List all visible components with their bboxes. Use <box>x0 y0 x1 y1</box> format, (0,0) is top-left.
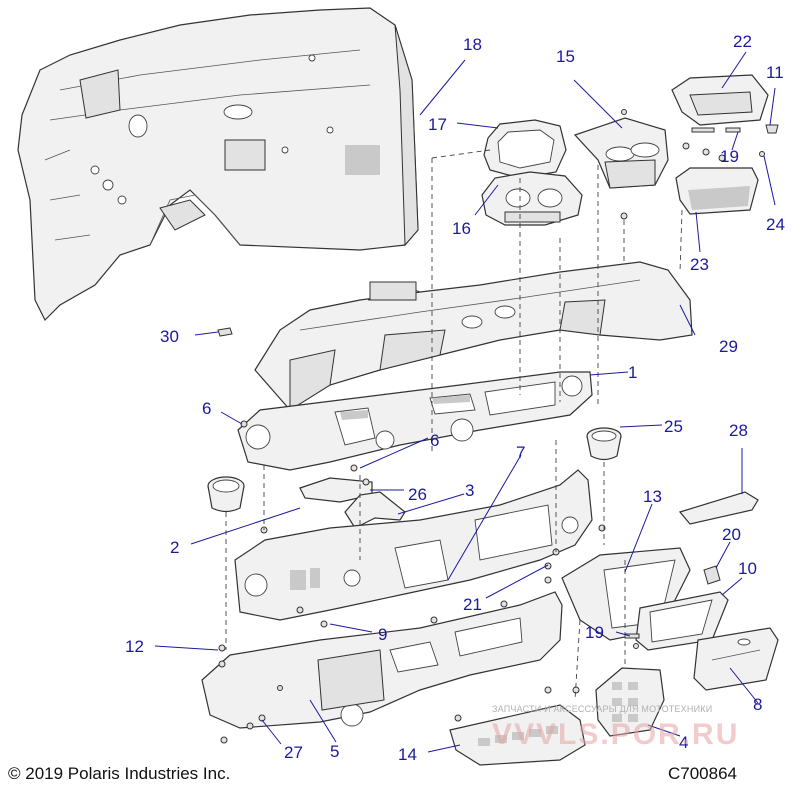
callout-29: 29 <box>719 337 738 356</box>
part-16-gauge-housing <box>481 171 583 226</box>
part-22-upper-tray <box>671 74 769 126</box>
part-4-switch-panel <box>595 667 665 737</box>
callout-6-lower: 6 <box>430 431 439 450</box>
callout-18: 18 <box>463 35 482 54</box>
hardware-cluster-upper-right <box>621 109 779 162</box>
callout-leaders <box>154 51 776 753</box>
callout-28: 28 <box>729 421 748 440</box>
callout-26: 26 <box>408 485 427 504</box>
watermark-logo: VVVLS.POR.RU <box>492 718 739 750</box>
part-1-dash-panel <box>237 371 593 471</box>
svg-text:VVVLS.POR.RU: VVVLS.POR.RU <box>492 718 739 750</box>
callout-5: 5 <box>330 742 339 761</box>
callout-9: 9 <box>378 625 387 644</box>
callout-25: 25 <box>664 417 683 436</box>
callout-22: 22 <box>733 32 752 51</box>
callout-4: 4 <box>679 733 688 752</box>
part-20-latch <box>703 565 721 585</box>
callout-7: 7 <box>516 443 525 462</box>
callout-17: 17 <box>428 115 447 134</box>
part-28-trim-strip <box>678 491 759 525</box>
callout-14: 14 <box>398 745 417 764</box>
callout-30: 30 <box>160 327 179 346</box>
callout-20: 20 <box>722 525 741 544</box>
callout-10: 10 <box>738 559 757 578</box>
part-25-cup-insert <box>586 427 622 461</box>
callout-11: 11 <box>766 63 784 82</box>
callout-2: 2 <box>170 538 179 557</box>
part-14-lower-vent-plate <box>449 704 586 766</box>
part-8-glovebox-door <box>693 627 779 691</box>
part-23-storage-bin <box>675 167 759 215</box>
callout-19-upper: 19 <box>720 147 739 166</box>
callout-24: 24 <box>766 215 785 234</box>
callout-1: 1 <box>628 363 637 382</box>
part-29-upper-dash-shell <box>254 261 693 411</box>
part-18-firewall-panel <box>17 7 419 322</box>
part-7-lower-dash-frame <box>234 469 593 621</box>
callout-27: 27 <box>284 743 303 762</box>
callout-21: 21 <box>463 595 482 614</box>
callout-19-lower: 19 <box>585 623 604 642</box>
part-17-gauge-bezel <box>483 119 567 179</box>
callout-3: 3 <box>465 481 474 500</box>
callout-16: 16 <box>452 219 471 238</box>
callout-12: 12 <box>125 637 144 656</box>
callout-15: 15 <box>556 47 575 66</box>
callout-8: 8 <box>753 695 762 714</box>
callout-23: 23 <box>690 255 709 274</box>
copyright-notice: © 2019 Polaris Industries Inc. <box>8 764 231 783</box>
watermark-tagline: ЗАПЧАСТИ И АКСЕССУАРЫ ДЛЯ МОТОТЕХНИКИ <box>492 704 713 714</box>
assembly-lines <box>225 149 683 701</box>
part-5-lower-trim-panel <box>201 591 563 729</box>
part-2-cup-insert <box>207 476 245 513</box>
callout-numbers: 18 17 16 15 22 11 19 24 23 29 30 1 6 6 2… <box>125 32 785 764</box>
fasteners <box>218 212 640 744</box>
callout-13: 13 <box>643 487 662 506</box>
part-30-clip <box>217 327 233 337</box>
diagram-code: C700864 <box>668 764 738 783</box>
callout-6-upper: 6 <box>202 399 211 418</box>
part-15-cupholder-console <box>573 117 669 189</box>
